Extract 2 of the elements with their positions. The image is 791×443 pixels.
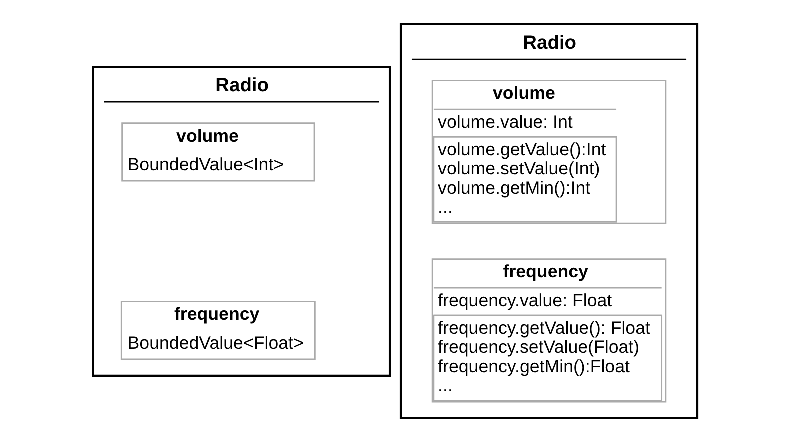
node-box: volume BoundedValue<Int> — [122, 122, 316, 182]
node-box: frequency BoundedValue<Float> — [120, 301, 316, 360]
